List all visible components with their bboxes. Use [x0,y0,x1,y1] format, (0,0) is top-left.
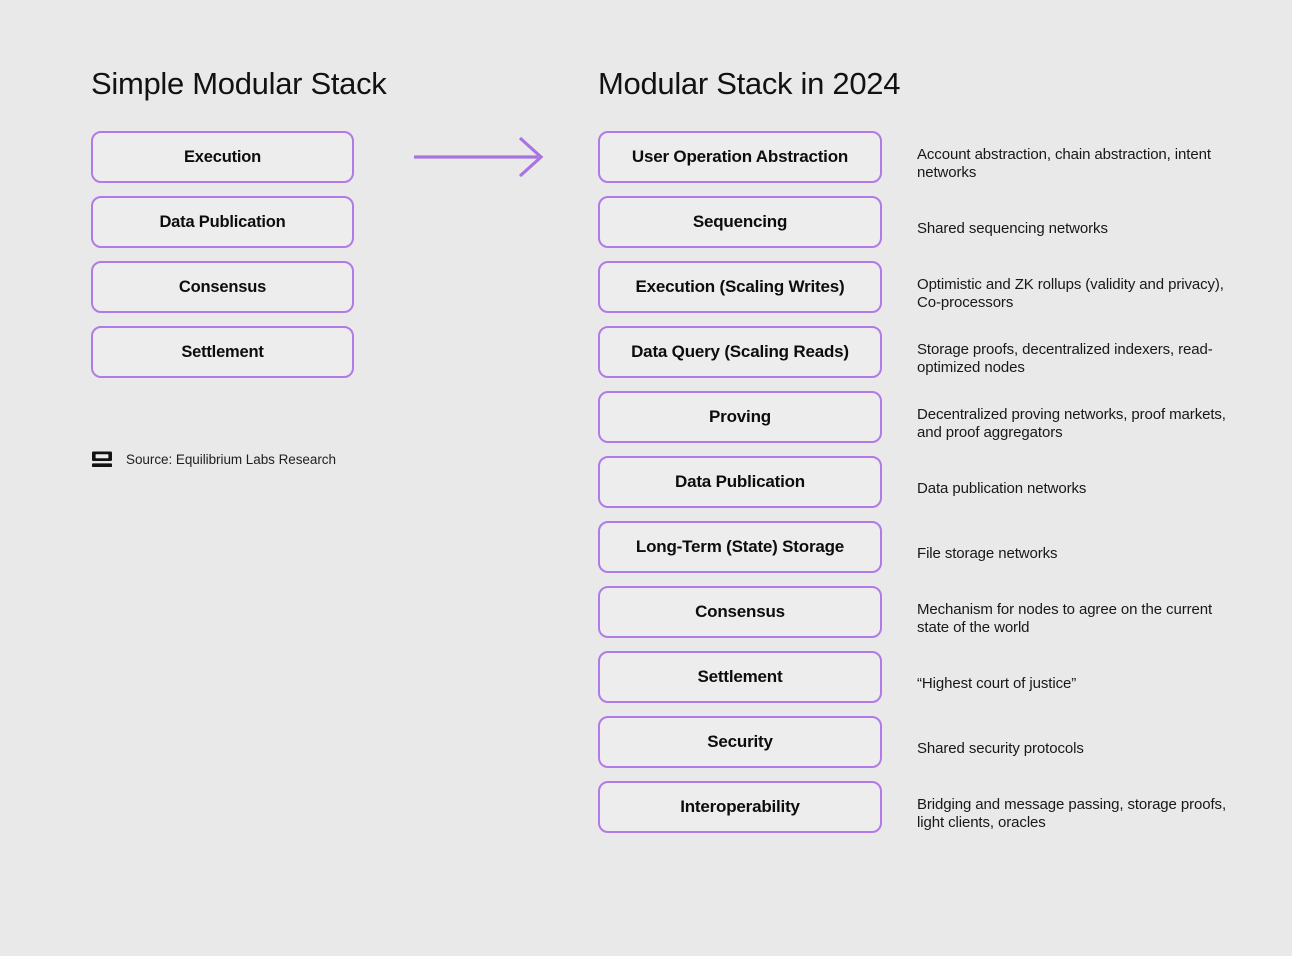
stack-box-label: Sequencing [692,212,788,231]
annotation-slot: Shared security protocols [917,716,1247,781]
stack-box[interactable]: Settlement [598,651,882,703]
stack-box[interactable]: Data Publication [598,456,882,508]
source-attribution: Source: Equilibrium Labs Research [91,448,336,470]
annotation-text: Bridging and message passing, storage pr… [917,795,1227,831]
stack-box-label: User Operation Abstraction [631,147,849,166]
stack-box-label: Settlement [697,667,783,686]
annotation-text: Shared security protocols [917,739,1084,757]
stack-box-label: Long-Term (State) Storage [635,537,845,556]
stack-box[interactable]: Interoperability [598,781,882,833]
stack-box[interactable]: Long-Term (State) Storage [598,521,882,573]
annotation-slot: Account abstraction, chain abstraction, … [917,131,1247,196]
stack-box-label: Data Publication [159,212,286,231]
stack-box[interactable]: Settlement [91,326,354,378]
annotation-text: Account abstraction, chain abstraction, … [917,145,1211,181]
right-column-title: Modular Stack in 2024 [598,66,901,101]
annotation-slot: Shared sequencing networks [917,196,1247,261]
stack-box-label: Proving [709,407,771,426]
annotation-slot: Storage proofs, decentralized indexers, … [917,326,1247,391]
stack-box-label: Data Query (Scaling Reads) [631,342,849,361]
equilibrium-labs-logo-icon [92,451,112,467]
annotations-list: Account abstraction, chain abstraction, … [917,131,1247,846]
stack-box-label: Execution [183,147,262,166]
stack-box-label: Consensus [178,277,267,296]
stack-box-label: Security [707,732,773,751]
stack-box[interactable]: Proving [598,391,882,443]
annotation-text: Data publication networks [917,479,1087,497]
stack-box[interactable]: Security [598,716,882,768]
annotation-text: Optimistic and ZK rollups (validity and … [917,275,1224,311]
stack-box[interactable]: Execution [91,131,354,183]
annotation-text: Mechanism for nodes to agree on the curr… [917,600,1213,636]
stack-box[interactable]: Data Query (Scaling Reads) [598,326,882,378]
annotation-text: Decentralized proving networks, proof ma… [917,405,1226,441]
stack-box-label: Data Publication [675,472,805,491]
annotation-text: Storage proofs, decentralized indexers, … [917,340,1213,376]
annotation-slot: Decentralized proving networks, proof ma… [917,391,1247,456]
stack-box-label: Settlement [181,342,264,361]
annotation-slot: Data publication networks [917,456,1247,521]
stack-box-label: Execution (Scaling Writes) [635,277,845,296]
stack-box[interactable]: Consensus [598,586,882,638]
annotation-text: File storage networks [917,544,1058,562]
stack-box[interactable]: Consensus [91,261,354,313]
arrow-right-icon [414,136,544,178]
stack-box[interactable]: Sequencing [598,196,882,248]
annotation-text: Shared sequencing networks [917,219,1108,237]
left-column-title: Simple Modular Stack [91,66,387,101]
stack-box-label: Consensus [695,602,785,621]
stack-box-label: Interoperability [680,797,800,816]
annotation-text: “Highest court of justice” [917,674,1077,692]
stack-box[interactable]: User Operation Abstraction [598,131,882,183]
annotation-slot: “Highest court of justice” [917,651,1247,716]
annotation-slot: Mechanism for nodes to agree on the curr… [917,586,1247,651]
annotation-slot: Optimistic and ZK rollups (validity and … [917,261,1247,326]
annotation-slot: File storage networks [917,521,1247,586]
stack-box[interactable]: Data Publication [91,196,354,248]
source-text: Source: Equilibrium Labs Research [126,451,336,467]
stack-box[interactable]: Execution (Scaling Writes) [598,261,882,313]
annotation-slot: Bridging and message passing, storage pr… [917,781,1247,846]
